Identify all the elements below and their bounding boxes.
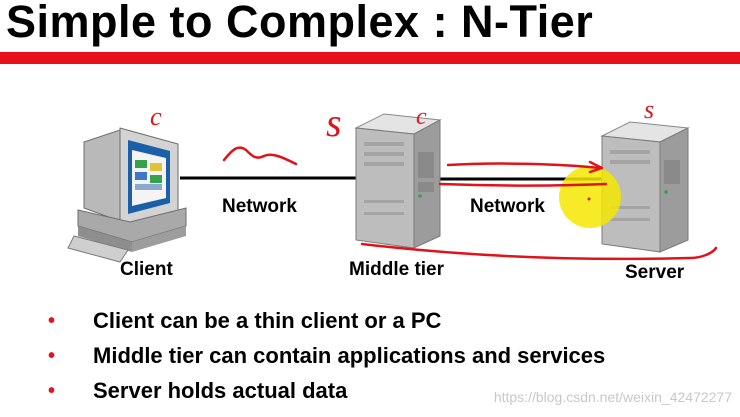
- wave-annotation: [222, 146, 298, 166]
- middle-tier-label: Middle tier: [349, 259, 445, 280]
- network-label-left: Network: [222, 196, 297, 217]
- title-underline-bar: [0, 52, 740, 64]
- underline-tier-annotation: [360, 242, 718, 261]
- client-computer-icon: [67, 127, 187, 263]
- pointer-dot: [587, 197, 591, 201]
- arrowhead-annotation: [588, 160, 604, 174]
- client-label: Client: [120, 259, 173, 280]
- server-mark: s: [644, 95, 654, 124]
- bullet-text: Middle tier can contain applications and…: [93, 343, 606, 368]
- bullet-marker: •: [48, 345, 56, 367]
- bullet-text: Server holds actual data: [93, 378, 348, 403]
- pointer-highlight: [559, 166, 621, 228]
- bullet-marker: •: [48, 380, 56, 402]
- client-mark: c: [150, 102, 162, 131]
- middle-mark-c: c: [416, 104, 427, 130]
- middle-mark-s: s: [326, 100, 342, 145]
- slide-title: Simple to Complex : N-Tier: [6, 0, 594, 47]
- red-annotations: [222, 146, 718, 261]
- arrow-line-annotation: [446, 162, 602, 170]
- bullet-text: Client can be a thin client or a PC: [93, 308, 442, 333]
- server-icon: [600, 121, 690, 253]
- network-label-right: Network: [470, 196, 545, 217]
- middle-tier-server-icon: [354, 113, 442, 249]
- bullet-marker: •: [48, 310, 56, 332]
- server-label: Server: [625, 262, 685, 283]
- underline-right-link: [438, 182, 608, 187]
- watermark: https://blog.csdn.net/weixin_42472277: [493, 389, 732, 405]
